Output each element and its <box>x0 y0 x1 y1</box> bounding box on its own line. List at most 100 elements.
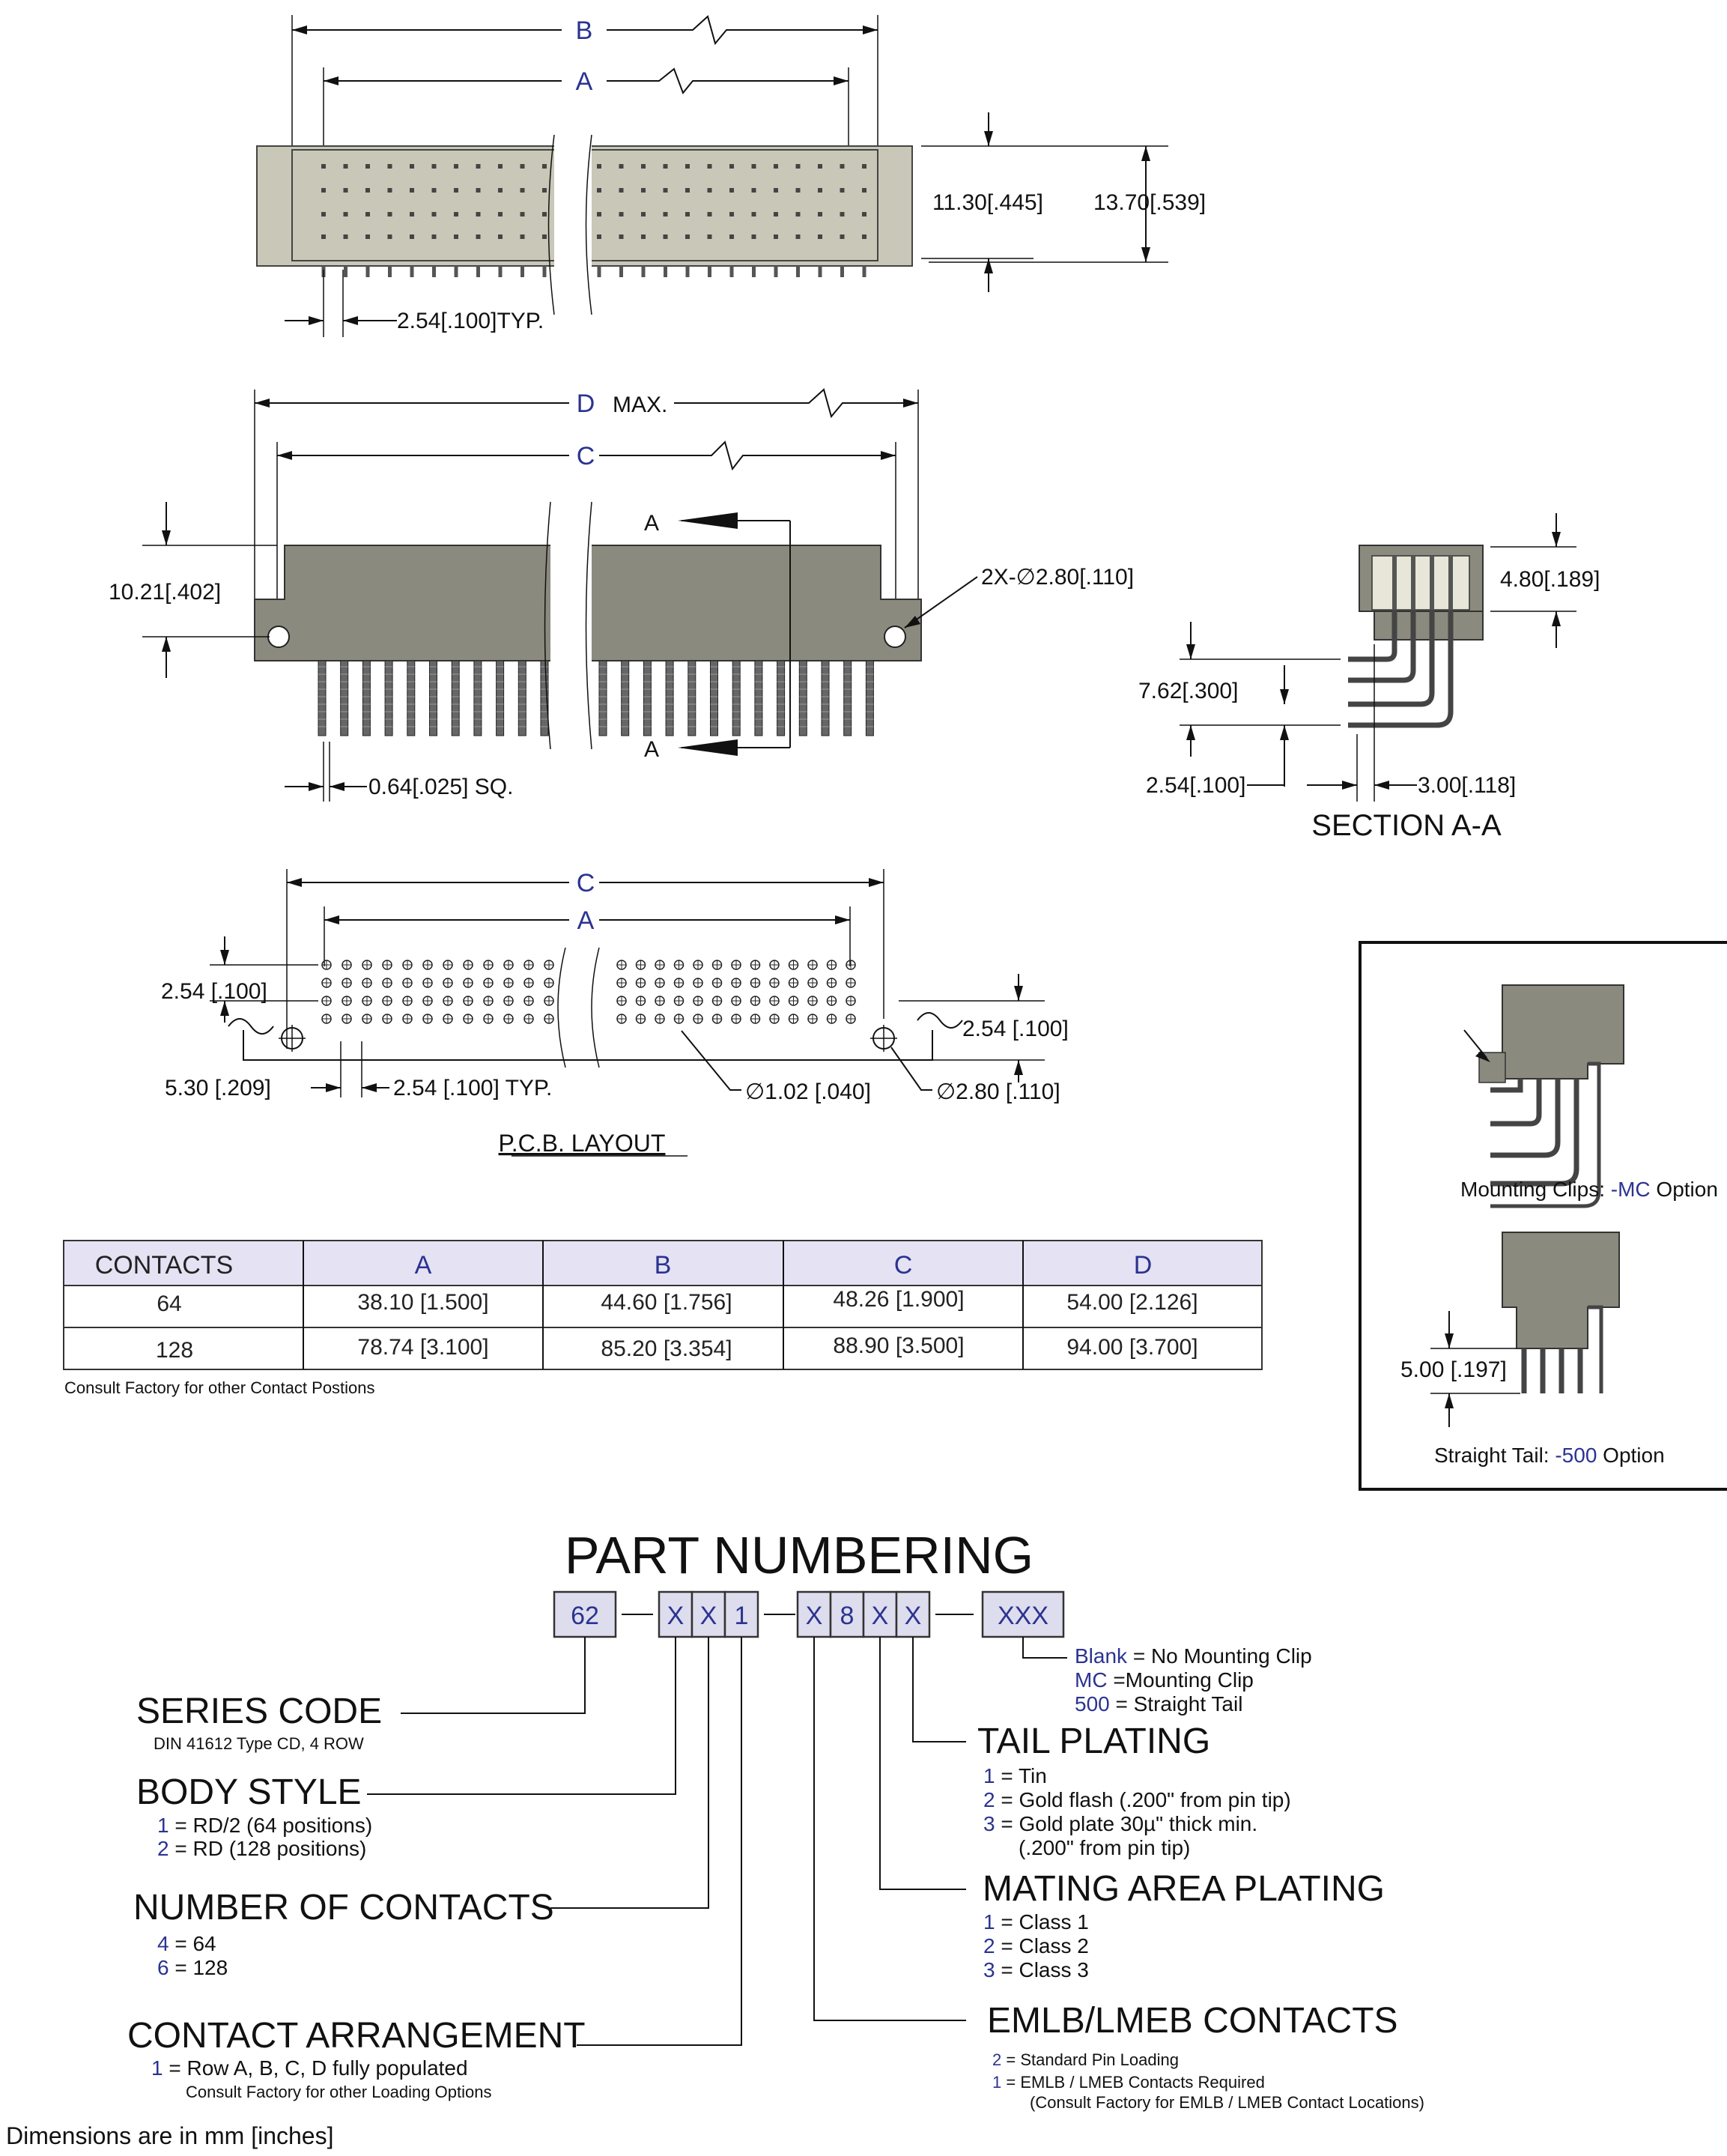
pin-tail <box>688 660 696 736</box>
mating-plating-heading: MATING AREA PLATING <box>983 1869 1385 1909</box>
pn-box-text: XXX <box>998 1602 1048 1630</box>
pn-box-text: X <box>905 1602 922 1630</box>
tail-plating-text: = Tin <box>995 1764 1047 1787</box>
body-style-heading: BODY STYLE <box>136 1772 362 1812</box>
num-contacts-text: = 64 <box>169 1932 216 1955</box>
dim-side-height: 10.21[.402] <box>109 580 221 605</box>
pin-dot <box>542 234 547 239</box>
dim-height-outer: 13.70[.539] <box>1093 190 1206 215</box>
pin-dot <box>840 234 845 239</box>
pin-dot <box>542 188 547 193</box>
pin-tail <box>429 660 437 736</box>
contact-arrangement-heading: CONTACT ARRANGEMENT <box>127 2016 586 2056</box>
pin-dot <box>498 188 503 193</box>
series-desc: DIN 41612 Type CD, 4 ROW <box>154 1734 364 1753</box>
section-dim-offset: 3.00[.118] <box>1418 773 1516 798</box>
pin-dot <box>818 188 822 193</box>
side-pin-array <box>318 660 874 736</box>
pin-dot <box>410 188 414 193</box>
pin-dot <box>751 164 756 169</box>
pin-tail <box>384 660 393 736</box>
pin-dot <box>707 188 712 193</box>
pin-tail <box>362 660 371 736</box>
pcb-dim-c: C <box>577 869 595 897</box>
pn-box-text: X <box>667 1602 685 1630</box>
table-cell: 64 <box>157 1292 181 1316</box>
num-contacts-heading: NUMBER OF CONTACTS <box>133 1888 554 1928</box>
pin-dot <box>387 164 392 169</box>
pn-box <box>723 1590 759 1638</box>
table-header-b: B <box>655 1251 672 1280</box>
pin-dot <box>729 188 734 193</box>
body-style-code: 1 <box>157 1814 169 1837</box>
mount-code: Blank <box>1075 1644 1128 1668</box>
pin-dot <box>751 188 756 193</box>
dim-hole: 2X-∅2.80[.110] <box>981 565 1134 590</box>
pin-tail <box>451 660 460 736</box>
pin-tail <box>643 660 652 736</box>
pin-dot <box>862 212 866 216</box>
mating-plating-code: 3 <box>983 1958 995 1981</box>
emlb-heading: EMLB/LMEB CONTACTS <box>987 2001 1398 2041</box>
pin-dot <box>685 188 690 193</box>
pin-dot <box>343 234 348 239</box>
pin-dot <box>410 212 414 216</box>
pin-tail <box>665 660 674 736</box>
pcb-dim-hole-large: ∅2.80 [.110] <box>936 1079 1060 1104</box>
num-contacts-text: = 128 <box>169 1956 228 1979</box>
contact-arrangement-code: 1 <box>151 2056 163 2080</box>
pcb-dim-pitch: 2.54 [.100] TYP. <box>393 1076 552 1100</box>
section-dim-row: 7.62[.300] <box>1138 679 1238 703</box>
tail-plating-text: = Gold plate 30µ" thick min. <box>995 1812 1258 1835</box>
mount-code: 500 <box>1075 1692 1110 1716</box>
pin-dot <box>476 164 481 169</box>
body-style-text: = RD (128 positions) <box>169 1837 367 1860</box>
pcb-hole-grid <box>321 960 856 1024</box>
pin-dot <box>597 188 601 193</box>
table-cell: 38.10 [1.500] <box>357 1290 488 1315</box>
st-suffix: Option <box>1603 1444 1665 1467</box>
pin-dot <box>729 212 734 216</box>
pn-box <box>829 1590 865 1638</box>
pin-dot <box>619 188 624 193</box>
pin-dot <box>751 234 756 239</box>
pin-dot <box>619 164 624 169</box>
table-note: Consult Factory for other Contact Postio… <box>64 1378 375 1397</box>
pin-dot <box>431 234 437 239</box>
pin-dot <box>431 212 437 216</box>
mount-text: =Mounting Clip <box>1108 1668 1254 1692</box>
pin-tail <box>754 660 763 736</box>
dim-c-label: C <box>577 442 595 470</box>
mating-plating-code: 2 <box>983 1934 995 1957</box>
pin-dot <box>498 164 503 169</box>
pin-dot <box>619 212 624 216</box>
pin-dot <box>365 234 370 239</box>
pin-dot <box>685 212 690 216</box>
emlb-item: 2 = Standard Pin Loading <box>992 2050 1179 2069</box>
pn-box-text: 8 <box>840 1602 855 1630</box>
tail-plating-text: = Gold flash (.200" from pin tip) <box>995 1788 1291 1811</box>
pin-dot <box>795 164 801 169</box>
contact-arrangement-note: Consult Factory for other Loading Option… <box>186 2083 491 2101</box>
pin-tail <box>777 660 786 736</box>
pn-box <box>553 1590 617 1638</box>
pin-tail <box>843 660 852 736</box>
pin-dot <box>365 164 370 169</box>
pin-dot <box>707 212 712 216</box>
section-dim-pitch: 2.54[.100] <box>1146 773 1245 798</box>
mount-option: 500 = Straight Tail <box>1075 1692 1242 1716</box>
pin-dot <box>685 234 690 239</box>
table-cell: 78.74 [3.100] <box>357 1335 488 1360</box>
pin-dot <box>774 234 778 239</box>
pn-box-text: 62 <box>571 1602 599 1630</box>
pin-dot <box>729 164 734 169</box>
pin-dot <box>343 188 348 193</box>
pin-dot <box>597 212 601 216</box>
pin-dot <box>795 234 801 239</box>
pin-dot <box>498 234 503 239</box>
tail-plating-code: 3 <box>983 1812 995 1835</box>
pin-dot <box>431 164 437 169</box>
pin-dot <box>498 212 503 216</box>
pin-dot <box>751 212 756 216</box>
st-code: -500 <box>1555 1444 1597 1467</box>
